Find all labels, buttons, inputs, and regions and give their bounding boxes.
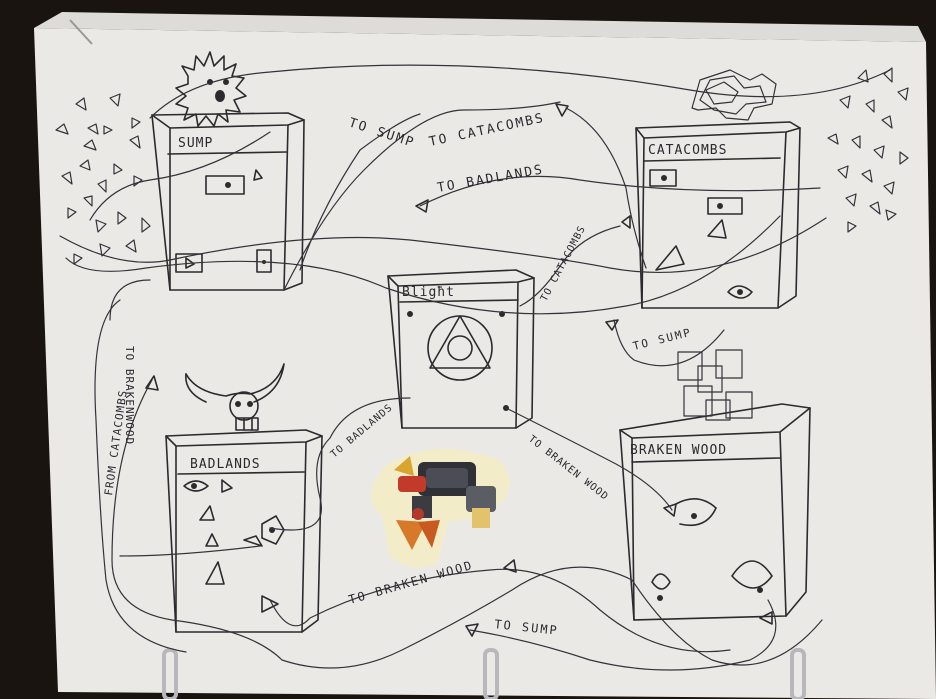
- room-title-catacombs: CATACOMBS: [648, 143, 727, 158]
- gateway-doodle: [677, 349, 753, 421]
- room-title-blight: Bligħt: [402, 285, 455, 300]
- label-to-sump-bottom: TO SUMP: [494, 617, 560, 638]
- ruin-scribble-doodle: [691, 69, 777, 121]
- binder-rings: [162, 648, 806, 699]
- figure-sticker: [370, 449, 510, 568]
- room-title-brakenwood: BRAKEN WOOD: [630, 443, 727, 458]
- label-to-brakenwood-left: TO BRAKENWOOD: [123, 346, 136, 445]
- room-title-badlands: BADLANDS: [190, 457, 261, 472]
- paper-top-flap: [34, 12, 926, 42]
- horned-skull-doodle: [185, 363, 285, 431]
- room-blight: Bligħt: [387, 269, 535, 429]
- paper: [34, 28, 936, 699]
- shard-cluster-left: [55, 93, 151, 265]
- shard-cluster-right: [827, 67, 909, 233]
- room-badlands: BADLANDS: [165, 429, 323, 633]
- room-catacombs: CATACOMBS: [635, 121, 801, 309]
- room-brakenwood: BRAKEN WOOD: [619, 403, 811, 621]
- sun-face-doodle: [175, 51, 247, 127]
- room-title-sump: SUMP: [178, 136, 213, 151]
- room-sump: SUMP: [151, 112, 305, 291]
- connection-paths: [59, 64, 891, 671]
